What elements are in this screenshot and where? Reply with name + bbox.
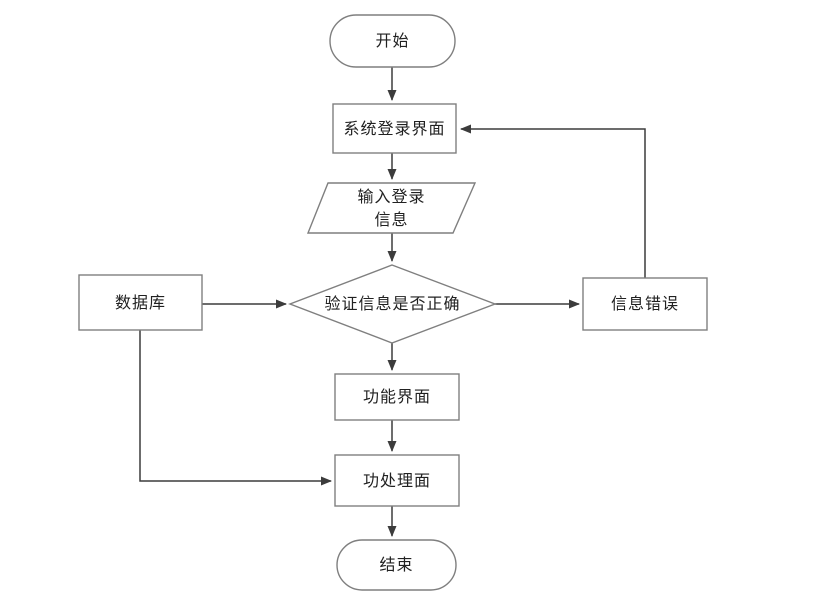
verify-decision-diamond-shape — [288, 264, 497, 344]
start-terminator-shape — [329, 14, 456, 68]
error-process-shape — [582, 277, 708, 331]
edge-database-to-processing — [139, 330, 332, 486]
input-parallelogram-shape — [306, 182, 477, 234]
edge-error-to-login — [460, 124, 646, 278]
processing-process-shape — [334, 454, 460, 507]
function-process-shape — [334, 373, 460, 421]
database-process-shape — [78, 274, 203, 331]
end-terminator-shape — [336, 539, 457, 591]
login-process-shape — [332, 103, 457, 154]
